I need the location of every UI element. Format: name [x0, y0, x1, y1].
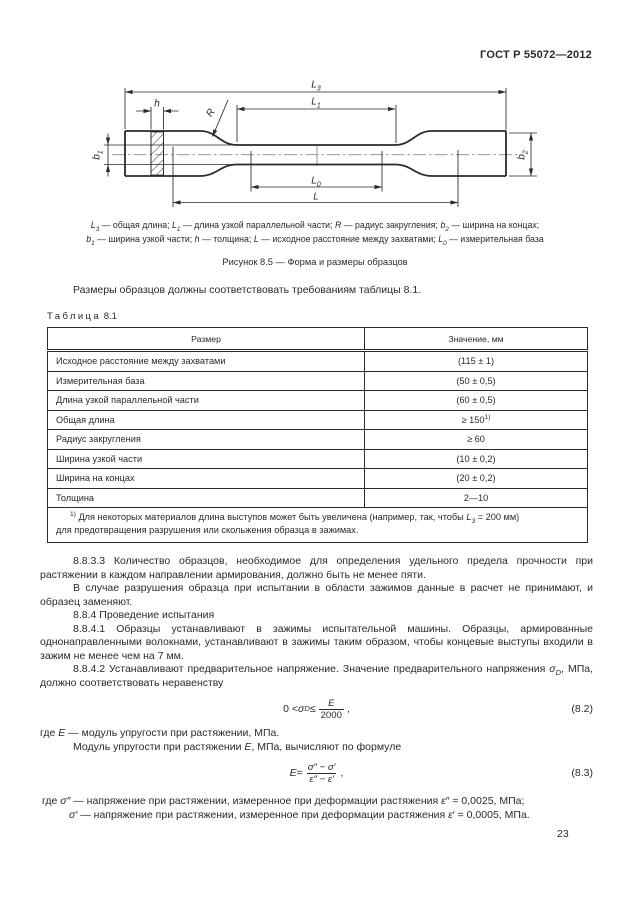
standard-number-header: ГОСТ Р 55072—2012 [480, 49, 592, 61]
specimen-outline [124, 130, 507, 177]
formula-text: , [340, 767, 344, 779]
table-row: Ширина узкой части(10 ± 0,2) [47, 448, 588, 469]
sigma-symbol: σ [298, 703, 305, 715]
formula-text: = [296, 767, 303, 779]
fraction-denominator: ε″ − ε′ [307, 772, 336, 785]
dimension-arrows [105, 89, 534, 205]
dim-label-h: h [154, 98, 160, 110]
definition-sigma-double-prime: где σ″ — напряжение при растяжении, изме… [42, 795, 525, 807]
table-row: Исходное расстояние между захватами(115 … [47, 350, 588, 372]
formula-text: ≤ [309, 703, 316, 715]
specimen-figure: L3 L1 h R b1 b2 L0 L [0, 0, 630, 230]
figure-title: Рисунок 8.5 — Форма и размеры образцов [222, 257, 408, 267]
dim-label-l0: L0 [311, 175, 321, 189]
table-label: Таблица 8.1 [47, 311, 117, 322]
table-cell-size: Исходное расстояние между захватами [47, 350, 365, 372]
table-cell-size: Общая длина [47, 409, 365, 430]
table-label-word: Таблица [47, 311, 102, 322]
page-number: 23 [557, 828, 569, 840]
dimension-lines [107, 88, 537, 207]
table-footnote-row: 1) Для некоторых материалов длина выступ… [47, 507, 588, 543]
column-header-size: Размер [47, 327, 365, 352]
table-row: Длина узкой параллельной части(60 ± 0,5) [47, 390, 588, 411]
table-footnote-line2: для предотвращения разрушения или скольж… [56, 524, 359, 535]
table-cell-value: ≥ 1501) [364, 409, 588, 430]
dimensions-table: Размер Значение, мм Исходное расстояние … [47, 327, 588, 543]
specimen-drawing [104, 88, 537, 207]
fraction-numerator: σ″ − σ′ [307, 761, 336, 773]
fraction-numerator: E [328, 697, 335, 709]
paragraph-8-8-3-3: 8.8.3.3 Количество образцов, необходимое… [40, 555, 593, 581]
table-cell-value: (115 ± 1) [364, 350, 588, 372]
dim-label-b1: b1 [91, 149, 105, 160]
table-cell-size: Толщина [47, 487, 365, 508]
modulus-lead-in: Модуль упругости при растяжении E, МПа, … [73, 741, 402, 753]
grip-cross-section-hatch [150, 131, 164, 176]
table-cell-size: Измерительная база [47, 370, 365, 391]
table-label-number: 8.1 [103, 311, 117, 322]
paragraph-8-8-4-1: 8.8.4.1 Образцы устанавливают в зажимы и… [40, 622, 593, 662]
table-cell-value: (50 ± 0,5) [364, 370, 588, 391]
table-row: Общая длина≥ 1501) [47, 409, 588, 430]
table-cell-size: Длина узкой параллельной части [47, 390, 365, 411]
paragraph-8-8-4-2: 8.8.4.2 Устанавливают предварительное на… [40, 663, 593, 689]
table-footnote-line1: 1) Для некоторых материалов длина выступ… [70, 510, 520, 525]
table-cell-size: Радиус закругления [47, 429, 365, 450]
table-footnote: 1) Для некоторых материалов длина выступ… [47, 507, 588, 543]
fraction-denominator: 2000 [318, 708, 344, 721]
formula-text: 0 < [283, 703, 299, 715]
paragraph-clamp-failure: В случае разрушения образца при испытани… [40, 582, 593, 608]
body-text: 8.8.3.3 Количество образцов, необходимое… [40, 555, 593, 690]
fraction: σ″ − σ′ε″ − ε′ [306, 762, 338, 785]
dim-label-l3: L3 [311, 79, 321, 93]
paragraph-8-8-4: 8.8.4 Проведение испытания [73, 609, 215, 621]
dim-label-b2: b2 [516, 149, 530, 160]
table-cell-value: 2—10 [364, 487, 588, 508]
table-cell-value: ≥ 60 [364, 429, 588, 450]
intro-paragraph: Размеры образцов должны соответствовать … [73, 284, 422, 296]
formula-8-3: E = σ″ − σ′ε″ − ε′ , (8.3) [40, 759, 593, 787]
column-header-value: Значение, мм [364, 327, 588, 352]
table-row: Измерительная база(50 ± 0,5) [47, 370, 588, 391]
modulus-symbol: E [289, 767, 297, 779]
table-cell-value: (10 ± 0,2) [364, 448, 588, 469]
figure-caption-line2: b1 — ширина узкой части; h — толщина; L … [86, 234, 544, 247]
formula-number: (8.2) [571, 703, 593, 715]
definition-sigma-prime: σ′ — напряжение при растяжении, измеренн… [69, 809, 530, 821]
dim-label-l1: L1 [311, 96, 321, 110]
narrow-width-projection-lines [104, 144, 237, 165]
formula-8-3-expression: E = σ″ − σ′ε″ − ε′ , [40, 759, 593, 787]
figure-caption-line1: L3 — общая длина; L1 — длина узкой парал… [90, 220, 540, 233]
formula-text: , [346, 703, 350, 715]
table-row: Ширина на концах(20 ± 0,2) [47, 468, 588, 489]
table-cell-value: (60 ± 0,5) [364, 390, 588, 411]
where-clause-e: где E — модуль упругости при растяжении,… [40, 727, 280, 739]
table-cell-value: (20 ± 0,2) [364, 468, 588, 489]
formula-number: (8.3) [571, 767, 593, 779]
table-header-row: Размер Значение, мм [47, 327, 588, 352]
table-cell-size: Ширина узкой части [47, 448, 365, 469]
dim-label-l: L [313, 191, 319, 203]
table-row: Радиус закругления≥ 60 [47, 429, 588, 450]
table-cell-size: Ширина на концах [47, 468, 365, 489]
